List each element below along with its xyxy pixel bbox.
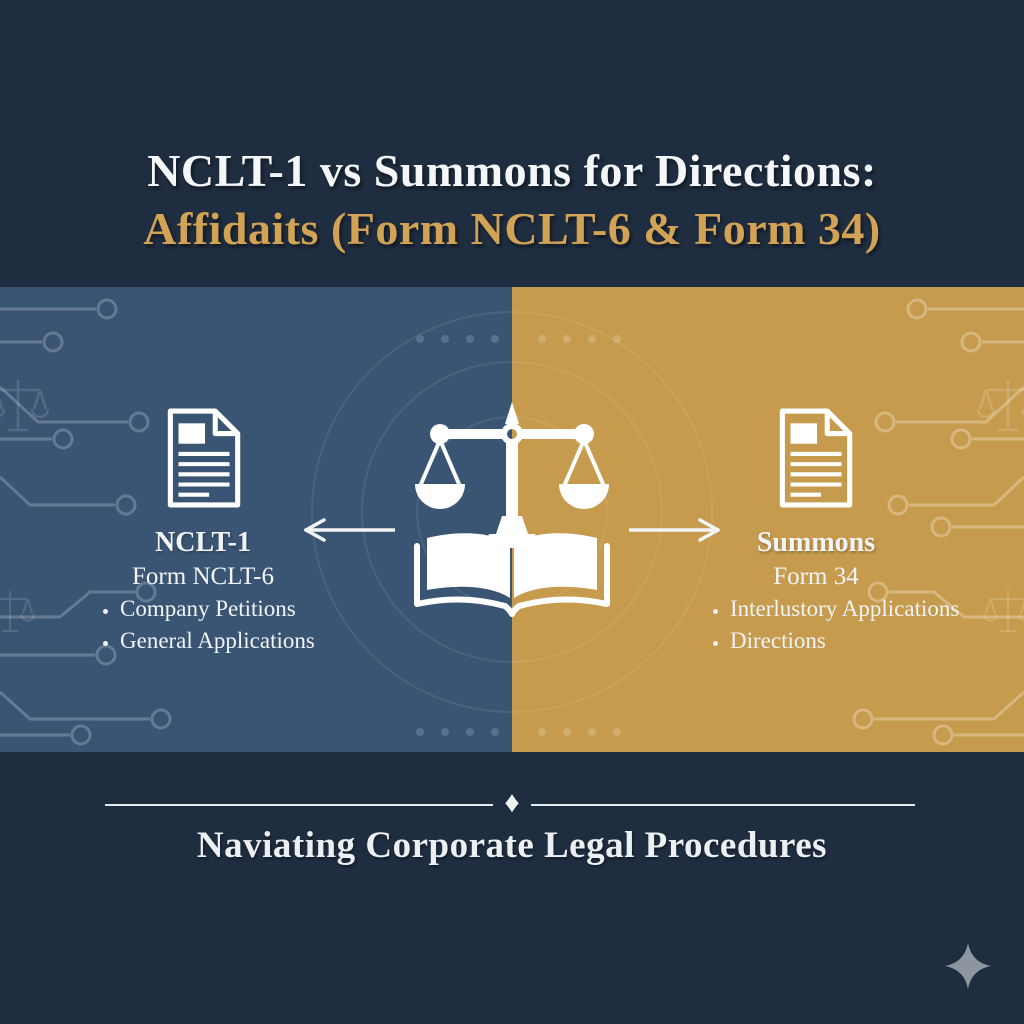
left-panel-bullets: Company Petitions General Applications bbox=[98, 593, 315, 657]
diamond-icon: ♦ bbox=[504, 786, 520, 819]
sparkle-icon bbox=[945, 943, 991, 989]
bullet-item: Company Petitions bbox=[120, 593, 315, 625]
right-panel-bullets: Interlustory Applications Directions bbox=[708, 593, 959, 657]
right-panel bbox=[512, 287, 1024, 752]
main-title-line1: NCLT-1 vs Summons for Directions: bbox=[147, 145, 877, 196]
left-panel-heading: NCLT-1 bbox=[155, 527, 251, 558]
divider-line-left bbox=[105, 804, 493, 806]
main-title-line2: Affidaits (Form NCLT-6 & Form 34) bbox=[143, 203, 881, 254]
footer-tagline: Naviating Corporate Legal Procedures bbox=[196, 825, 828, 866]
bullet-item: Interlustory Applications bbox=[730, 593, 959, 625]
arrow-left-icon bbox=[304, 518, 395, 542]
right-panel-heading: Summons bbox=[756, 527, 876, 558]
document-icon bbox=[167, 408, 241, 508]
arrow-right-icon bbox=[629, 518, 720, 542]
document-icon bbox=[779, 408, 853, 508]
bullet-item: General Applications bbox=[120, 625, 315, 657]
comparison-band: NCLT-1 Form NCLT-6 Company Petitions Gen… bbox=[0, 287, 1024, 752]
scales-of-justice-on-open-book-icon bbox=[414, 402, 610, 617]
right-panel-subheading: Form 34 bbox=[773, 563, 859, 590]
left-panel bbox=[0, 287, 512, 752]
bullet-item: Directions bbox=[730, 625, 959, 657]
divider-line-right bbox=[531, 804, 915, 806]
left-panel-subheading: Form NCLT-6 bbox=[132, 563, 274, 590]
